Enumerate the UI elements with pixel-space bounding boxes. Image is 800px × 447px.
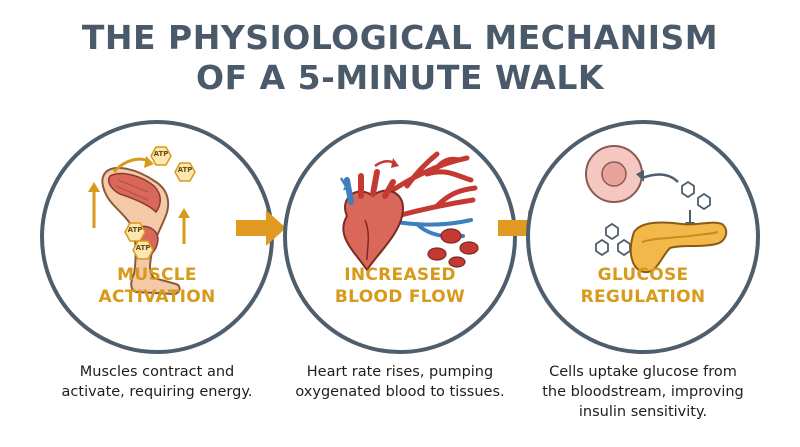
step-increased-blood-flow: INCREASED BLOOD FLOW	[283, 120, 517, 354]
flow-arrow-icon	[236, 210, 286, 246]
atp-molecule-icon: ATP	[132, 240, 154, 260]
page-title: THE PHYSIOLOGICAL MECHANISM OF A 5-MINUT…	[0, 18, 800, 98]
cell-icon	[585, 145, 643, 203]
atp-molecule-icon: ATP	[150, 146, 172, 166]
step-description-muscle: Muscles contract and activate, requiring…	[61, 364, 253, 400]
atp-label: ATP	[135, 244, 151, 252]
heart-icon	[342, 169, 405, 272]
atp-label: ATP	[153, 150, 169, 158]
step-label: INCREASED BLOOD FLOW	[334, 265, 466, 307]
step-description-glucose: Cells uptake glucose from the bloodstrea…	[542, 364, 744, 420]
pancreas-icon	[629, 221, 728, 274]
red-blood-cell-icon	[427, 228, 479, 268]
atp-molecule-icon: ATP	[124, 222, 146, 242]
step-label: GLUCOSE REGULATION	[580, 265, 706, 307]
atp-label: ATP	[177, 166, 193, 174]
atp-molecule-icon: ATP	[174, 162, 196, 182]
title-line-2: OF A 5-MINUTE WALK	[196, 58, 604, 97]
title-line-1: THE PHYSIOLOGICAL MECHANISM	[81, 18, 719, 57]
step-muscle-activation: ATP ATP ATP ATP MUSCLE ACTIVATION	[40, 120, 274, 354]
step-label: MUSCLE ACTIVATION	[98, 265, 216, 307]
atp-label: ATP	[127, 226, 143, 234]
step-glucose-regulation: GLUCOSE REGULATION	[526, 120, 760, 354]
step-description-blood-flow: Heart rate rises, pumping oxygenated blo…	[295, 364, 505, 400]
